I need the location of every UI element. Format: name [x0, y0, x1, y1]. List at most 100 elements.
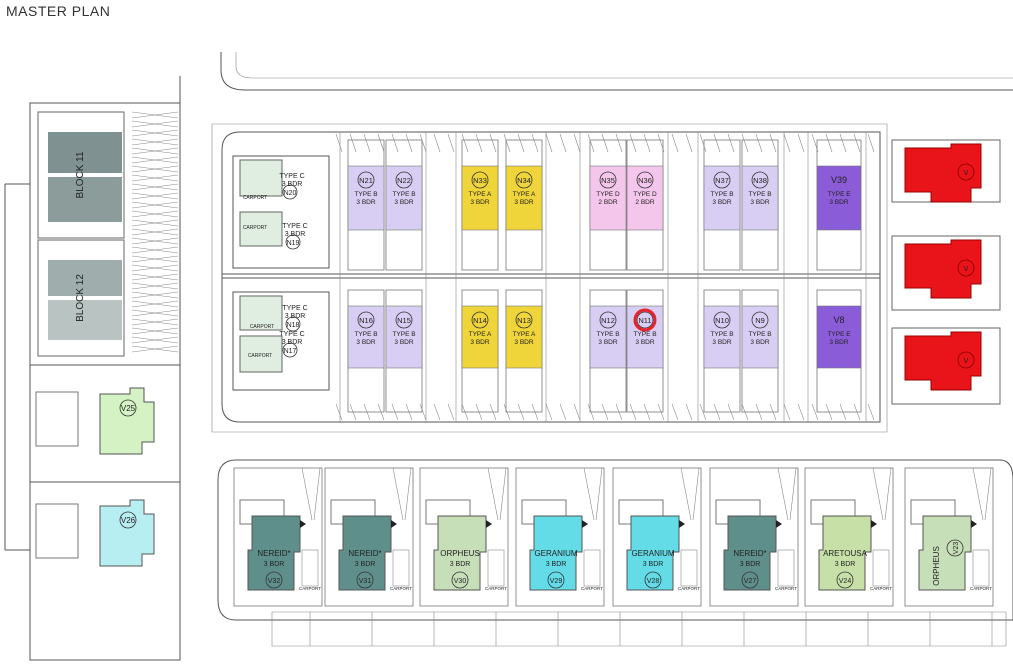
villa-id: V	[964, 358, 969, 365]
unit-type: TYPE A	[469, 331, 492, 338]
plan-line	[839, 403, 847, 421]
unit-circle	[636, 311, 654, 329]
left-strip-outline	[29, 102, 181, 661]
villa-name: NEREID*	[348, 549, 381, 558]
plan-line	[349, 133, 357, 153]
plan-line	[595, 467, 603, 521]
unit-type: TYPE C	[282, 305, 307, 312]
unit-bdr: 3 BDR	[470, 339, 489, 346]
villa-red-1[interactable]: V	[891, 139, 1001, 203]
carport-label: CARPORT	[678, 586, 700, 591]
unit-footprint	[816, 165, 862, 231]
carport	[392, 549, 410, 587]
unit-bdr: 3 BDR	[712, 339, 731, 346]
unit-circle	[282, 342, 298, 358]
villa-name: ARETOUSA	[823, 549, 868, 558]
plan-line	[867, 403, 875, 421]
unit-bdr: 3 BDR	[356, 339, 375, 346]
unit-bdr: 3 BDR	[282, 339, 303, 346]
unit-type: TYPE B	[710, 191, 733, 198]
plan-line	[404, 467, 412, 521]
unit-bdr: 3 BDR	[712, 199, 731, 206]
unit-footprint	[461, 305, 499, 369]
villa-v25[interactable]: V25	[35, 387, 155, 455]
unit-circle	[265, 571, 283, 589]
plan-line	[587, 133, 595, 153]
plan-line	[797, 133, 805, 153]
villa-red-3[interactable]: V	[891, 327, 1001, 405]
unit-type: TYPE A	[513, 331, 536, 338]
villa-v26[interactable]: V26	[35, 499, 155, 567]
unit-id: N38	[753, 176, 767, 185]
carport-label: CARPORT	[243, 225, 267, 231]
entry-arrow-icon	[776, 520, 782, 528]
plan-line	[839, 133, 847, 153]
villa-bdr: 3 BDR	[546, 561, 567, 568]
unit-circle	[119, 511, 137, 529]
villa-id: V30	[454, 578, 467, 585]
plan-line	[853, 403, 861, 421]
plan-line	[131, 165, 179, 173]
entry-arrow-icon	[971, 520, 977, 528]
unit-circle	[282, 184, 298, 200]
plan-line	[559, 133, 567, 153]
building-block11[interactable]: BLOCK 11	[37, 111, 125, 239]
villa-name: NEREID*	[257, 549, 290, 558]
building-block12[interactable]: BLOCK 12	[37, 239, 125, 357]
plan-line	[615, 133, 623, 153]
unit-circle	[599, 311, 617, 329]
villa-id: V24	[839, 578, 852, 585]
block-label: BLOCK 12	[75, 274, 86, 322]
plan-line	[405, 403, 413, 421]
block-fill	[48, 132, 122, 173]
villa-footprint	[918, 515, 972, 591]
plan-line	[131, 111, 179, 119]
selected-unit-marker[interactable]	[633, 308, 657, 332]
plan-line	[972, 467, 984, 521]
unit-id: N21	[359, 176, 373, 185]
plan-line	[489, 133, 497, 153]
plan-line	[853, 133, 861, 153]
plan-line	[503, 133, 511, 153]
unit-bdr: 2 BDR	[635, 199, 654, 206]
villa-name: GERANIUM	[631, 549, 674, 558]
unit-circle	[471, 311, 489, 329]
villa-red-2[interactable]: V	[891, 235, 1001, 311]
carport	[777, 549, 795, 587]
villa-name: GERANIUM	[534, 549, 577, 558]
entry-arrow-icon	[679, 520, 685, 528]
unit-footprint	[505, 165, 543, 231]
unit-circle	[713, 311, 731, 329]
